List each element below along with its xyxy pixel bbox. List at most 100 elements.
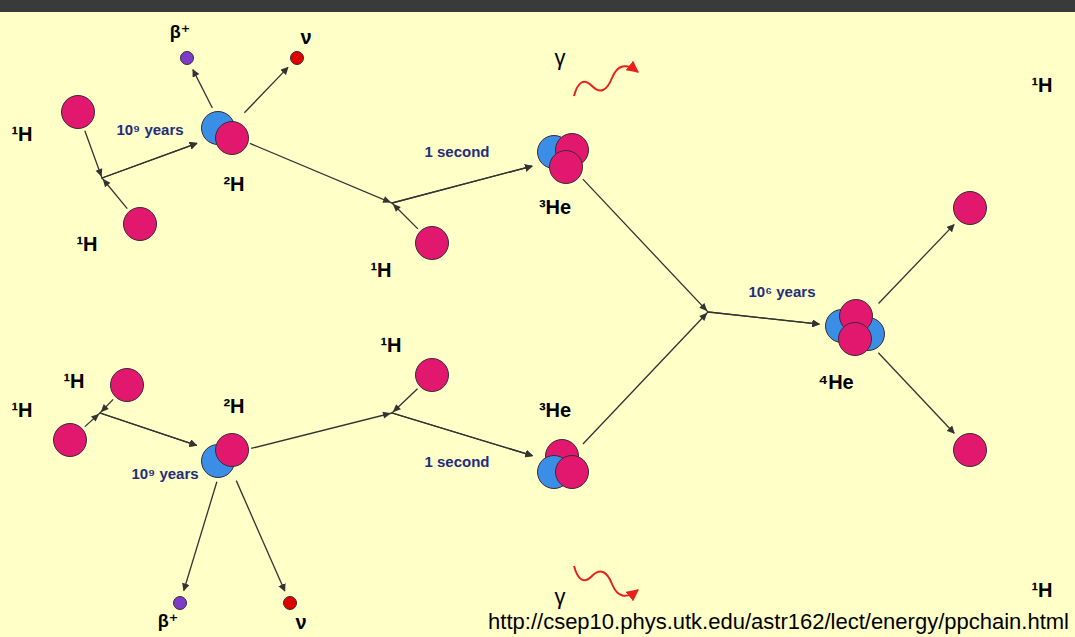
- particle-label: ¹H: [63, 370, 84, 392]
- gamma-ray-wave: [574, 566, 638, 596]
- gamma-label: γ: [555, 585, 566, 609]
- merge-arrowhead: [699, 303, 707, 311]
- particle-drawing: [953, 191, 987, 225]
- reaction-arrow: [236, 481, 285, 591]
- merge-arrowhead: [393, 204, 401, 212]
- nucleon-circle: [216, 122, 249, 155]
- nucleon-circle: [550, 151, 583, 184]
- particle-label: ³He: [539, 196, 571, 218]
- nucleon-circle: [111, 369, 144, 402]
- particle-drawing: [201, 109, 249, 157]
- reaction-arrow: [583, 312, 819, 444]
- positron-particle: β⁺: [173, 596, 187, 610]
- particle-label: β⁺: [170, 23, 191, 43]
- particle-drawing: [415, 358, 449, 392]
- top-bar: [0, 0, 1075, 12]
- nucleon-circle: [174, 597, 187, 610]
- reaction-arrow: [251, 413, 532, 456]
- particle-label: ¹H: [11, 399, 32, 421]
- nucleon-circle: [284, 597, 297, 610]
- nucleon-circle: [839, 323, 872, 356]
- helium3-nucleus: ³He: [537, 439, 589, 491]
- merge-arrowhead: [382, 412, 391, 419]
- particle-label: ¹H: [11, 123, 32, 145]
- time-label: 10⁹ years: [129, 466, 200, 483]
- particle-drawing: [123, 207, 157, 241]
- nucleon-circle: [416, 359, 449, 392]
- reaction-arrow: [100, 399, 197, 445]
- particle-drawing: [283, 596, 297, 610]
- particle-drawing: [61, 95, 95, 129]
- merge-arrowhead: [103, 179, 111, 187]
- particle-drawing: [953, 433, 987, 467]
- particle-drawing: [173, 596, 187, 610]
- reaction-arrow: [244, 67, 288, 112]
- reaction-arrow: [85, 413, 197, 445]
- proton: ¹H: [110, 368, 144, 402]
- nucleon-circle: [291, 52, 304, 65]
- reaction-arrow: [583, 179, 819, 324]
- reaction-arrow: [184, 482, 217, 591]
- proton: ¹H: [415, 226, 449, 260]
- reaction-arrow: [102, 143, 197, 208]
- particle-drawing: [290, 51, 304, 65]
- particle-label: ¹H: [76, 233, 97, 255]
- merge-arrowhead: [393, 404, 401, 412]
- particle-drawing: [825, 298, 885, 358]
- particle-label: ¹H: [370, 259, 391, 281]
- reaction-arrow: [878, 353, 954, 434]
- time-label: 1 second: [422, 144, 491, 161]
- particle-label: ¹H: [380, 334, 401, 356]
- merge-arrowhead: [699, 313, 707, 321]
- merge-arrowhead: [101, 404, 109, 412]
- source-url: http://csep10.phys.utk.edu/astr162/lect/…: [488, 610, 1069, 634]
- nucleon-circle: [124, 208, 157, 241]
- deuterium-nucleus: ²H: [201, 109, 249, 157]
- particle-label: ν: [300, 26, 311, 48]
- particle-drawing: [537, 439, 589, 491]
- nucleon-circle: [181, 52, 194, 65]
- gamma-label: γ: [555, 46, 566, 70]
- deuterium-nucleus: ²H: [201, 431, 249, 479]
- proton: ¹H: [53, 423, 87, 457]
- helium4-nucleus: ⁴He: [825, 298, 885, 358]
- nucleon-circle: [54, 424, 87, 457]
- nucleon-circle: [62, 96, 95, 129]
- reaction-arrow: [392, 166, 532, 229]
- gamma-ray-wave: [574, 66, 638, 96]
- particle-drawing: [180, 51, 194, 65]
- particle-drawing: [110, 368, 144, 402]
- proton: ¹H: [415, 358, 449, 392]
- time-label: 10⁹ years: [114, 122, 185, 139]
- nucleon-circle: [216, 434, 249, 467]
- particle-drawing: [537, 132, 589, 184]
- nucleon-circle: [954, 192, 987, 225]
- particle-label: ³He: [539, 399, 571, 421]
- merge-arrowhead: [96, 168, 103, 177]
- neutrino-particle: ν: [290, 51, 304, 65]
- merge-arrowhead: [382, 196, 391, 202]
- time-label: 1 second: [422, 454, 491, 471]
- nucleon-circle: [954, 434, 987, 467]
- proton: ¹H: [953, 433, 987, 467]
- nucleon-circle: [556, 456, 589, 489]
- proton: ¹H: [123, 207, 157, 241]
- particle-label: β⁺: [158, 612, 179, 632]
- reaction-arrow: [250, 143, 532, 203]
- particle-label: ¹H: [1031, 74, 1052, 96]
- reaction-arrow: [392, 389, 532, 456]
- proton: ¹H: [61, 95, 95, 129]
- particle-label: ¹H: [1031, 579, 1052, 601]
- helium3-nucleus: ³He: [537, 132, 589, 184]
- proton: ¹H: [953, 191, 987, 225]
- reaction-arrow: [193, 70, 212, 108]
- particle-drawing: [53, 423, 87, 457]
- neutrino-particle: ν: [283, 596, 297, 610]
- particle-label: ²H: [223, 173, 244, 195]
- merge-arrowhead: [91, 414, 99, 422]
